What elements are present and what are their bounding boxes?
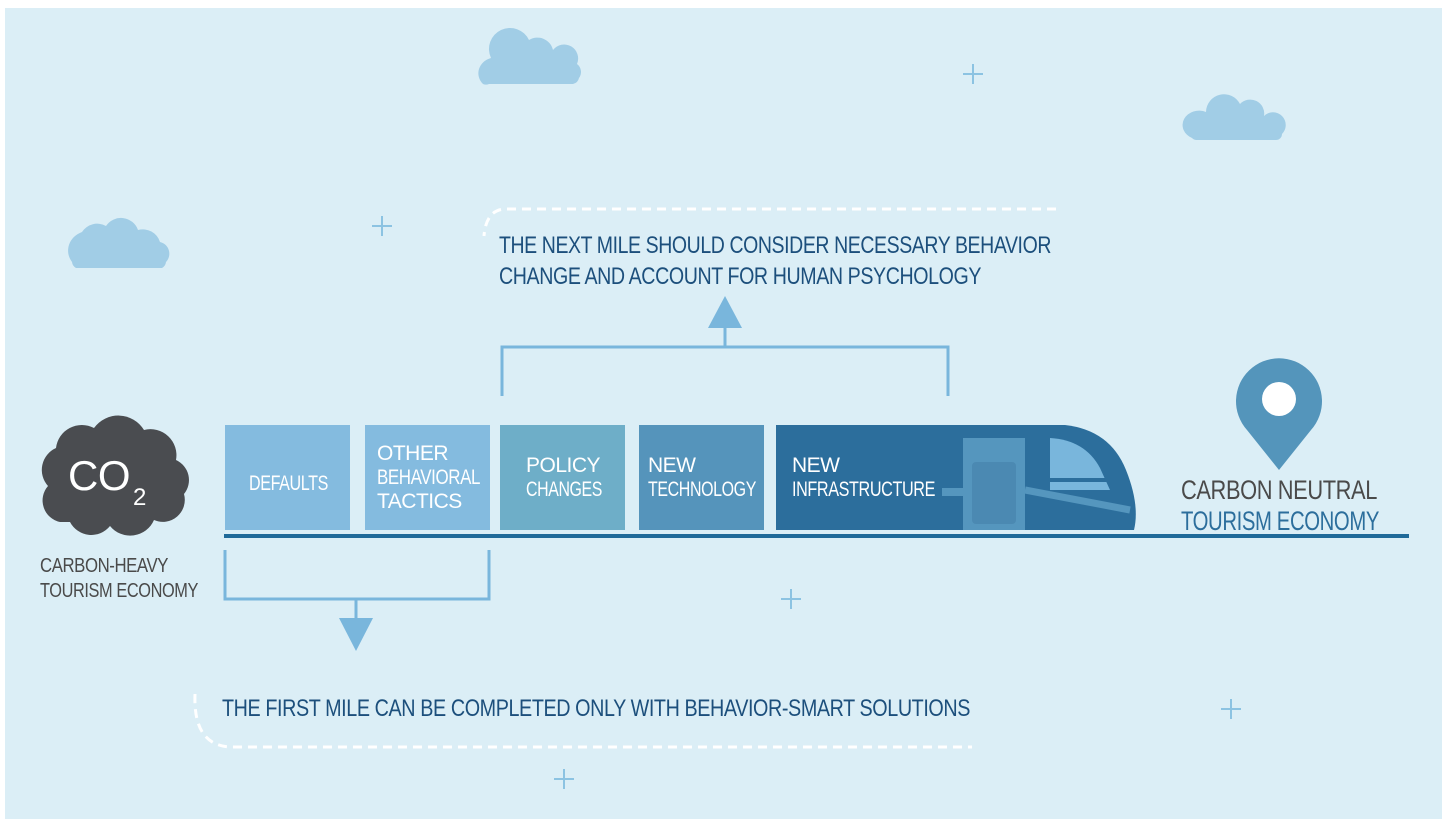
location-pin-icon <box>1236 358 1322 470</box>
car-policy-label-line1: POLICY <box>526 454 601 477</box>
sparkle-icon <box>554 769 574 789</box>
sparkle-icon <box>781 589 801 609</box>
arrow-up-icon <box>708 296 742 328</box>
locomotive-window <box>1050 438 1110 490</box>
next-mile-text-line2: CHANGE AND ACCOUNT FOR HUMAN PSYCHOLOGY <box>499 263 981 290</box>
cloud-icon <box>1182 94 1286 140</box>
car-defaults <box>225 425 350 530</box>
track-line <box>224 534 1409 538</box>
car-technology-label-line2: TECHNOLOGY <box>648 478 756 501</box>
first-mile-bracket <box>223 550 491 651</box>
background <box>5 8 1442 819</box>
locomotive-door-panel <box>972 462 1016 524</box>
car-other-label-line3: TACTICS <box>377 490 462 513</box>
car-technology-label-line1: NEW <box>648 454 696 477</box>
car-other-behavioral-tactics <box>365 425 490 530</box>
car-defaults-label: DEFAULTS <box>249 472 328 495</box>
next-mile-text-line1: THE NEXT MILE SHOULD CONSIDER NECESSARY … <box>499 232 1051 259</box>
cloud-icon <box>478 27 581 85</box>
car-new-infrastructure <box>776 425 1136 530</box>
cloud-icon <box>68 217 170 268</box>
destination-label-line2: TOURISM ECONOMY <box>1181 506 1379 536</box>
car-policy-label-line2: CHANGES <box>526 478 602 501</box>
first-mile-text: THE FIRST MILE CAN BE COMPLETED ONLY WIT… <box>222 695 970 722</box>
car-infrastructure-label-line2: INFRASTRUCTURE <box>792 478 935 501</box>
locomotive-stripe <box>1024 486 1131 514</box>
car-policy-changes <box>500 425 625 530</box>
sparkle-icon <box>372 216 392 236</box>
destination-label-line1: CARBON NEUTRAL <box>1181 475 1377 505</box>
car-new-technology <box>639 425 764 530</box>
car-other-label-line2: BEHAVIORAL <box>377 466 480 489</box>
car-other-label-line1: OTHER <box>377 442 448 465</box>
co2-badge-subscript: 2 <box>133 484 146 511</box>
sparkle-icon <box>1221 699 1241 719</box>
co2-cloud: CO 2 <box>41 415 189 536</box>
next-mile-bracket <box>500 296 950 396</box>
co2-badge-text: CO <box>68 452 130 499</box>
arrow-down-icon <box>339 618 373 651</box>
car-infrastructure-label-line1: NEW <box>792 454 840 477</box>
start-label-line2: TOURISM ECONOMY <box>40 580 198 602</box>
start-label-line1: CARBON-HEAVY <box>40 555 168 577</box>
sparkle-icon <box>963 64 983 84</box>
